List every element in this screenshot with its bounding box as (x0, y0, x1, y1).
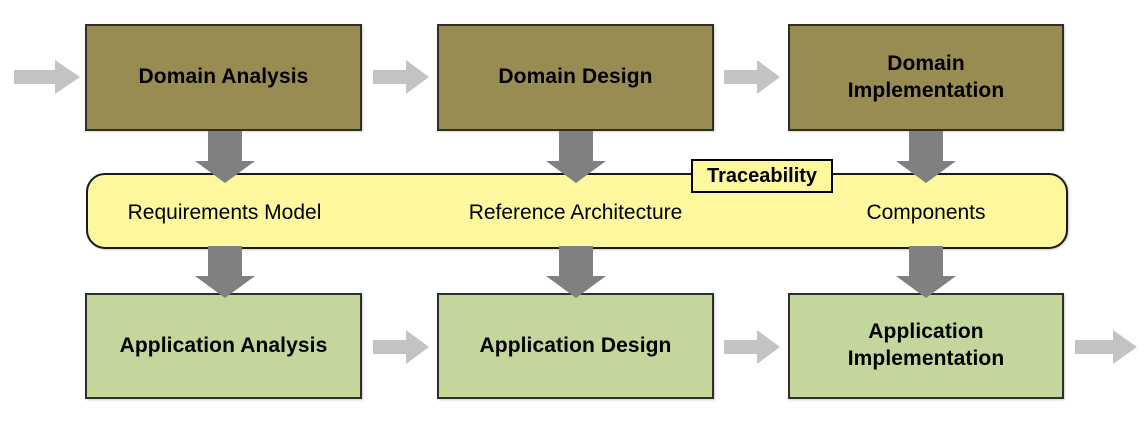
application-design-box[interactable]: Application Design (437, 293, 714, 399)
components-label: Components (866, 201, 986, 224)
application-analysis-box[interactable]: Application Analysis (85, 293, 362, 399)
arrow-application-design-to-implementation-icon (724, 330, 780, 364)
application-implementation-box[interactable]: Application Implementation (788, 293, 1064, 399)
entry-arrow-domain-icon (14, 60, 80, 94)
application-implementation-label-line2: Implementation (847, 347, 1005, 370)
arrow-domain-design-to-implementation-icon (724, 60, 780, 94)
domain-analysis-box[interactable]: Domain Analysis (85, 24, 362, 131)
exit-arrow-application-icon (1075, 330, 1137, 364)
arrow-domain-analysis-to-requirements-model-icon (195, 131, 255, 183)
requirements-model-label: Requirements Model (127, 201, 322, 224)
arrow-domain-analysis-to-design-icon (373, 60, 429, 94)
domain-design-label: Domain Design (498, 65, 653, 89)
arrow-components-to-application-implementation-icon (896, 246, 956, 298)
domain-implementation-box[interactable]: Domain Implementation (788, 24, 1064, 131)
arrow-reference-architecture-to-application-design-icon (546, 246, 606, 298)
domain-design-box[interactable]: Domain Design (437, 24, 714, 131)
domain-implementation-label-line1: Domain (887, 51, 965, 75)
application-implementation-label-line1: Application (868, 320, 984, 344)
arrow-requirements-model-to-application-analysis-icon (195, 246, 255, 298)
application-design-label: Application Design (479, 333, 672, 357)
arrow-domain-implementation-to-components-icon (896, 131, 956, 183)
domain-implementation-label: Domain Implementation (842, 51, 1011, 105)
arrow-application-analysis-to-design-icon (373, 330, 429, 364)
domain-analysis-label: Domain Analysis (138, 65, 309, 89)
application-analysis-label: Application Analysis (119, 333, 328, 357)
domain-implementation-label-line2: Implementation (847, 78, 1005, 102)
reference-architecture-label: Reference Architecture (468, 201, 683, 224)
application-implementation-label: Application Implementation (842, 319, 1011, 373)
traceability-label: Traceability (706, 164, 818, 187)
traceability-tag[interactable]: Traceability (691, 159, 833, 193)
arrow-domain-design-to-reference-architecture-icon (546, 131, 606, 183)
